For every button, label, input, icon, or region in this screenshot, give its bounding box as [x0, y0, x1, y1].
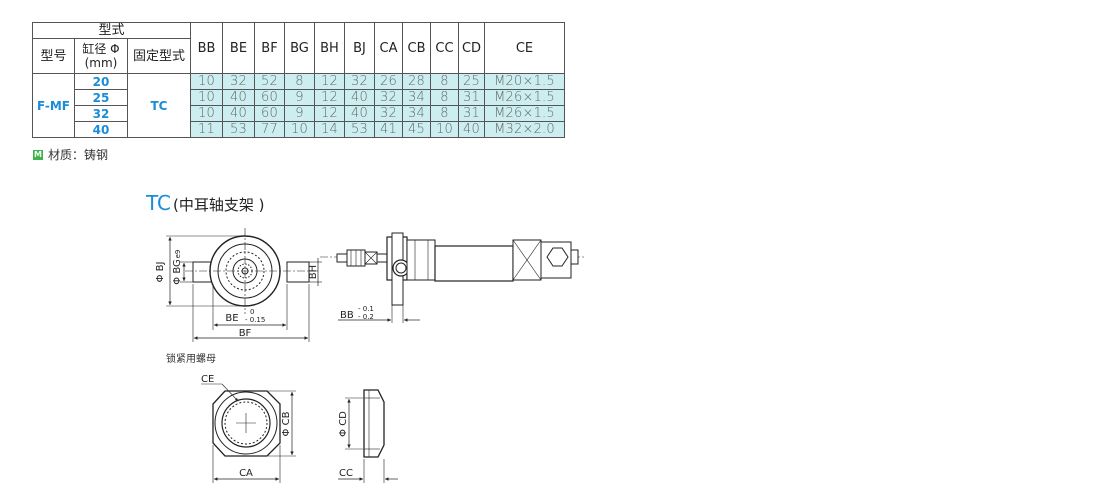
value-cell: 32: [222, 73, 255, 90]
model-cell: F-MF: [32, 73, 75, 138]
value-cell: 12: [314, 89, 345, 106]
label-be-tol-lower: - 0.15: [245, 316, 265, 324]
label-cd: Φ CD: [338, 411, 349, 437]
value-cell: 14: [314, 121, 345, 138]
bore-header: 缸径 Φ(mm): [74, 38, 128, 74]
value-cell: 40: [222, 89, 255, 106]
value-cell: 77: [254, 121, 285, 138]
bore-header-line2: (mm): [84, 56, 118, 70]
label-be-tol-upper: 0: [250, 308, 254, 316]
model-header: 型号: [32, 38, 75, 74]
label-be: BE: [225, 313, 238, 324]
col-cb: CB: [402, 22, 431, 74]
value-cell: 40: [222, 105, 255, 122]
bore-cell: 20: [74, 73, 128, 90]
value-cell: 31: [458, 89, 485, 106]
value-cell: 8: [430, 73, 459, 90]
material-badge-icon: M: [33, 149, 43, 160]
value-cell: 34: [402, 89, 431, 106]
label-bg: Φ BG: [172, 259, 183, 284]
value-cell: M26×1.5: [484, 105, 565, 122]
drawing-title-sub: (中耳轴支架 ): [173, 196, 265, 214]
value-cell: 12: [314, 73, 345, 90]
mount-cell: TC: [127, 73, 191, 138]
col-bg: BG: [284, 22, 315, 74]
value-cell: 8: [430, 89, 459, 106]
cylinder-side-view: [320, 232, 585, 323]
label-bb-tol-upper: - 0.1: [358, 305, 374, 313]
value-cell: M26×1.5: [484, 89, 565, 106]
drawing-title-main: TC: [146, 191, 172, 215]
value-cell: M32×2.0: [484, 121, 565, 138]
label-bb: BB: [340, 310, 354, 321]
value-cell: 32: [374, 105, 403, 122]
value-cell: 52: [254, 73, 285, 90]
value-cell: 40: [458, 121, 485, 138]
value-cell: 41: [374, 121, 403, 138]
value-cell: 28: [402, 73, 431, 90]
col-ce: CE: [484, 22, 565, 74]
label-bb-tol-lower: - 0.2: [358, 313, 374, 321]
table-row: 32 10 40 60 9 12 40 32 34 8 31 M26×1.5: [33, 105, 565, 122]
value-cell: 34: [402, 105, 431, 122]
material-text: 材质：铸钢: [48, 148, 109, 162]
value-cell: 12: [314, 105, 345, 122]
nut-caption: 锁紧用螺母: [166, 354, 216, 365]
value-cell: 10: [284, 121, 315, 138]
col-cc: CC: [430, 22, 459, 74]
spec-table: 型式 BB BE BF BG BH BJ CA CB CC CD CE 型号 缸…: [32, 22, 565, 138]
material-note: M 材质：铸钢: [33, 146, 108, 163]
col-be: BE: [222, 22, 255, 74]
col-bh: BH: [314, 22, 345, 74]
value-cell: 10: [430, 121, 459, 138]
value-cell: 32: [374, 89, 403, 106]
value-cell: 8: [430, 105, 459, 122]
label-bh: BH: [308, 265, 319, 279]
mount-header: 固定型式: [127, 38, 191, 74]
table-row: F-MF 20 TC 10 32 52 8 12 32 26 28 8 25 M…: [32, 73, 565, 138]
value-cell: M20×1.5: [484, 73, 565, 90]
label-bf: BF: [239, 328, 252, 339]
nut-front-view: [201, 383, 296, 483]
value-cell: 60: [254, 105, 285, 122]
bore-cell: 32: [74, 105, 128, 122]
col-ca: CA: [374, 22, 403, 74]
label-cb: Φ CB: [281, 411, 292, 436]
col-bj: BJ: [344, 22, 375, 74]
col-cd: CD: [458, 22, 485, 74]
value-cell: 11: [190, 121, 223, 138]
col-bf: BF: [254, 22, 285, 74]
table-row: 40 11 53 77 10 14 53 41 45 10 40 M32×2.0: [33, 121, 565, 138]
nut-side-view: [338, 389, 398, 483]
value-cell: 45: [402, 121, 431, 138]
bore-header-line1: 缸径 Φ: [82, 41, 120, 56]
label-bj: Φ BJ: [155, 262, 166, 283]
type-group-header: 型式: [32, 22, 191, 39]
label-cc: CC: [339, 468, 353, 479]
value-cell: 8: [284, 73, 315, 90]
label-bg-tol: e9: [174, 250, 182, 259]
bracket-front-view: [166, 228, 322, 342]
drawing-title: TC (中耳轴支架 ): [146, 191, 265, 215]
bore-cell: 40: [74, 121, 128, 138]
label-ce: CE: [201, 374, 214, 385]
label-ca: CA: [239, 468, 253, 479]
